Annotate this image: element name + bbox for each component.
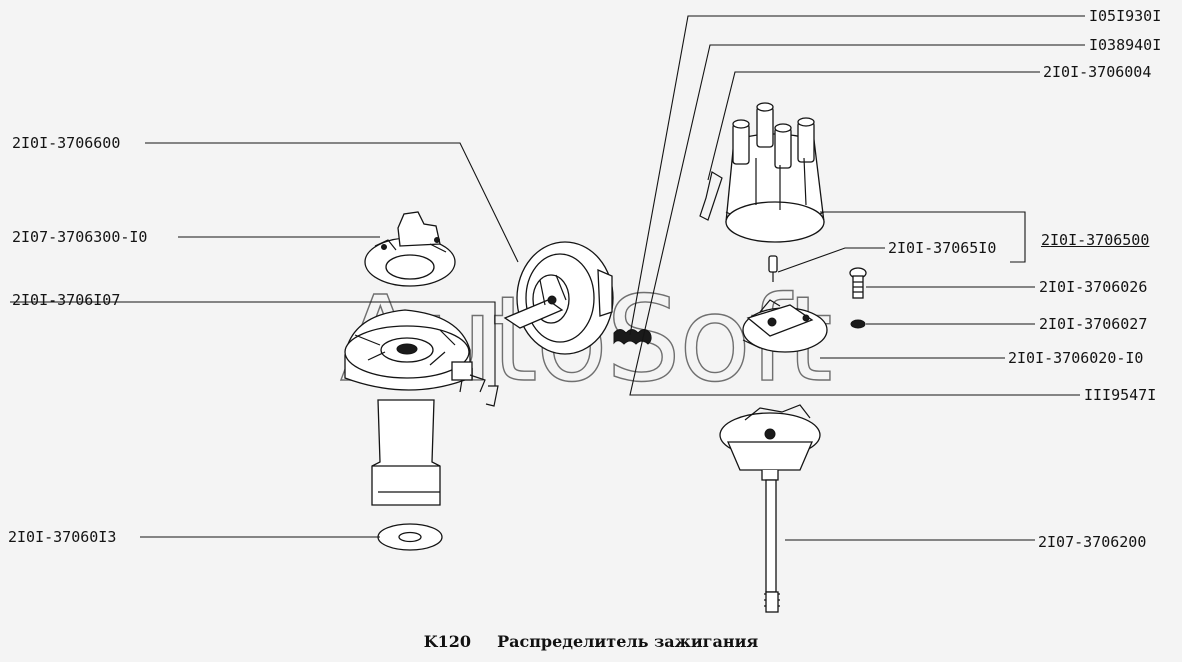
rotor bbox=[742, 299, 828, 353]
carbon-brush bbox=[768, 255, 778, 282]
leader-lines bbox=[10, 15, 1085, 541]
spring-clip bbox=[613, 329, 652, 345]
part-label-2101-3706500: 2I0I-3706500 bbox=[1041, 231, 1150, 249]
part-label-2101-3706013: 2I0I-37060I3 bbox=[8, 528, 117, 546]
washer bbox=[377, 523, 443, 551]
figure-title: Распределитель зажигания bbox=[497, 632, 759, 651]
distributor-housing bbox=[344, 309, 499, 506]
part-label-2107-3706200: 2I07-3706200 bbox=[1038, 533, 1147, 551]
part-label-2101-3706510: 2I0I-37065I0 bbox=[888, 239, 997, 257]
part-label-1038940: I038940I bbox=[1089, 36, 1162, 54]
part-label-2107-3706300-10: 2I07-3706300-I0 bbox=[12, 228, 148, 246]
distributor-cap bbox=[699, 102, 825, 243]
screw bbox=[849, 267, 867, 299]
part-label-1119547: III9547I bbox=[1084, 386, 1157, 404]
vacuum-regulator bbox=[503, 241, 614, 355]
distributor-shaft bbox=[719, 404, 821, 613]
part-label-2101-3706027: 2I0I-3706027 bbox=[1039, 315, 1148, 333]
part-label-2101-3706020-10: 2I0I-3706020-I0 bbox=[1008, 349, 1144, 367]
part-label-2101-3706004: 2I0I-3706004 bbox=[1043, 63, 1152, 81]
spring-washer bbox=[850, 319, 866, 329]
figure-caption: K120 Распределитель зажигания bbox=[0, 632, 1182, 651]
figure-code: K120 bbox=[423, 632, 472, 651]
part-label-1051930: I05I930I bbox=[1089, 7, 1162, 25]
part-label-2101-3706600: 2I0I-3706600 bbox=[12, 134, 121, 152]
part-label-2101-3706107: 2I0I-3706I07 bbox=[12, 291, 121, 309]
part-label-2101-3706026: 2I0I-3706026 bbox=[1039, 278, 1148, 296]
breaker-plate bbox=[364, 211, 456, 287]
